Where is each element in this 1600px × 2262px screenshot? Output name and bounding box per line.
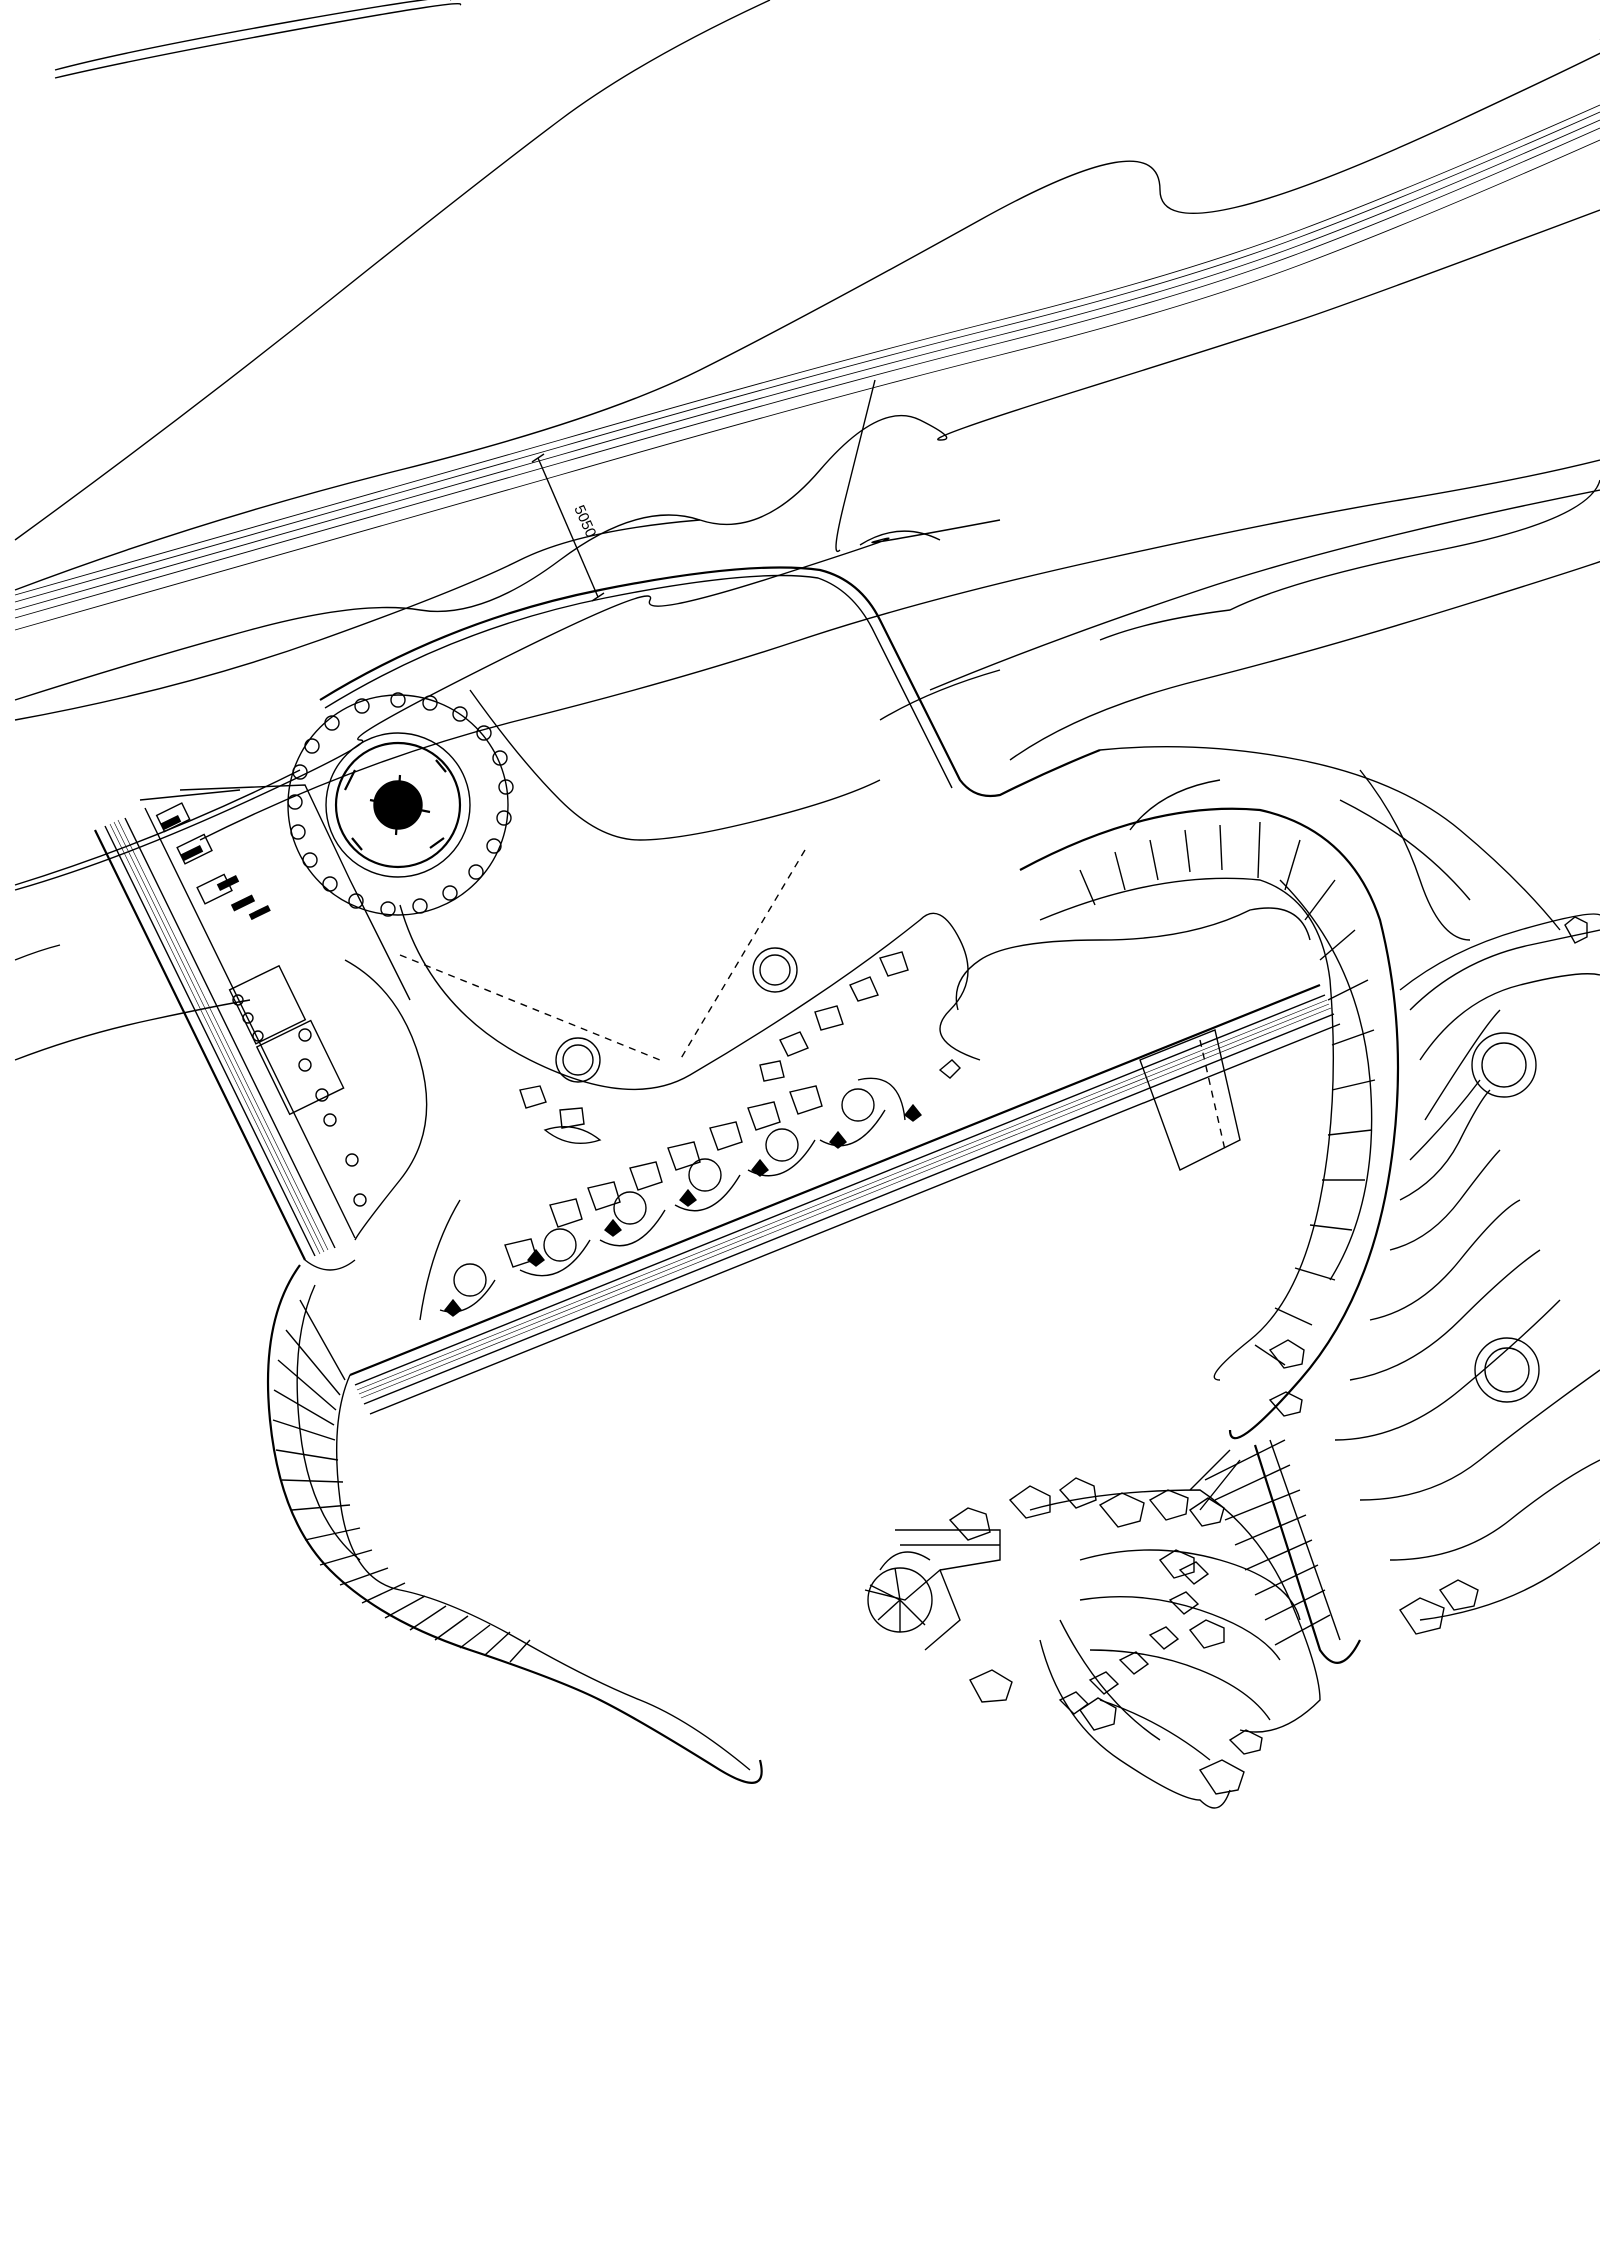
lookout-fan-deck	[864, 1529, 1001, 1651]
lookout-pier	[864, 1339, 1479, 1809]
contour-lines-top	[14, 0, 1600, 1061]
plaza-benches	[504, 1085, 823, 1268]
ramp-steps	[272, 1299, 531, 1663]
shrub-symbols	[444, 1103, 922, 1317]
dimension-label: 5050	[570, 503, 599, 540]
rotunda-column-ring	[287, 692, 514, 917]
right-curved-stair	[1019, 807, 1400, 1440]
right-terraced-slope	[1334, 913, 1600, 1621]
upper-plaza-outline	[319, 566, 1561, 1061]
stepping-stones	[1058, 1561, 1210, 1715]
diagonal-walkway	[349, 983, 1341, 1415]
rock-clusters	[948, 1339, 1479, 1795]
road-band	[14, 104, 1600, 631]
left-building-strip	[94, 784, 428, 1271]
lower-curved-ramp	[266, 1264, 763, 1784]
rotunda	[287, 692, 514, 917]
dimension-marker: 5050	[531, 453, 605, 602]
central-plaza	[399, 904, 1311, 1321]
plaza-paving-stones	[519, 951, 909, 1144]
planter-arcs	[439, 1077, 906, 1313]
stair-treads	[1079, 821, 1376, 1366]
